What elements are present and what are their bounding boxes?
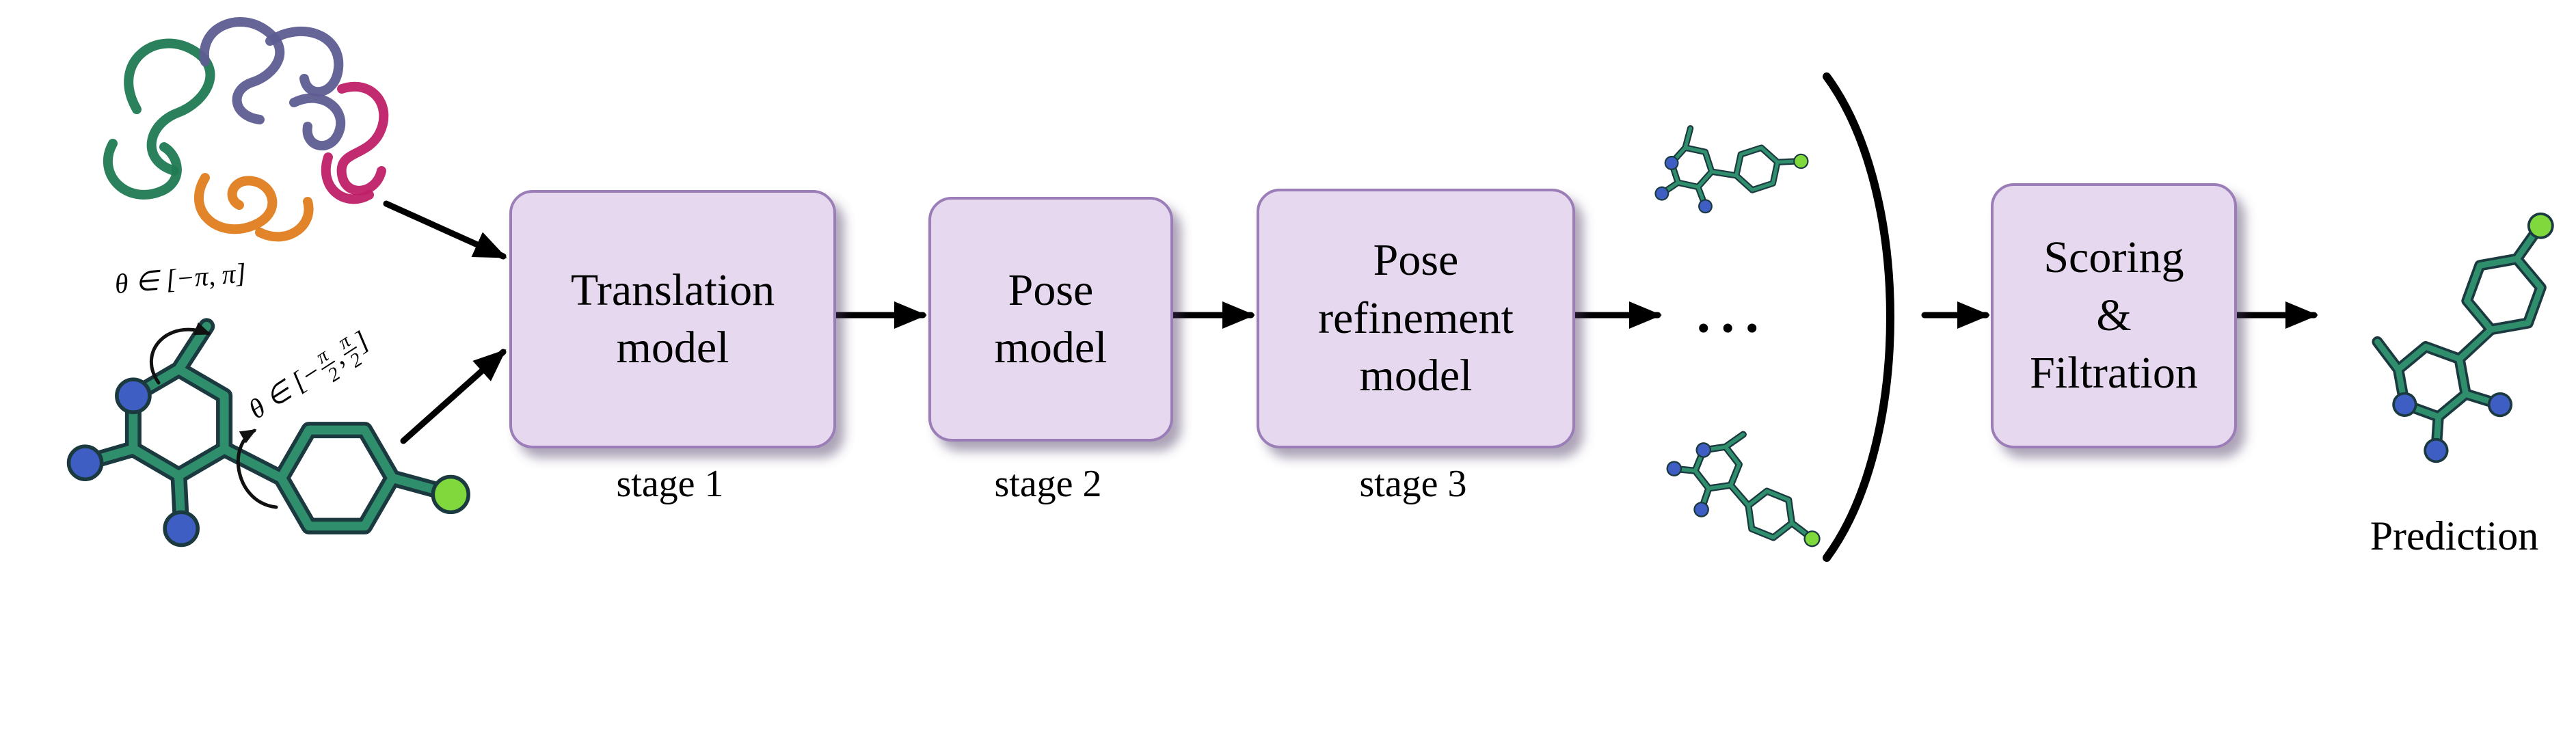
stage1-caption: stage 1 <box>616 463 724 505</box>
candidate-pose-molecule-bottom <box>1654 413 1845 561</box>
scoring-label-line2: & <box>2096 290 2132 340</box>
closing-parenthesis <box>1823 72 1894 562</box>
torsion-arrow-ring-bond <box>236 429 278 509</box>
pose-model-box: Pose model <box>928 197 1173 442</box>
protein-structure <box>103 17 389 242</box>
pose-refinement-label-line3: model <box>1359 351 1473 401</box>
pose-refinement-label-line1: Pose <box>1373 235 1459 286</box>
prediction-caption: Prediction <box>2370 513 2539 558</box>
arrow-protein-to-stage1 <box>383 200 507 260</box>
candidate-pose-molecule-top <box>1639 97 1814 226</box>
pose-model-label-line2: model <box>994 323 1108 373</box>
pose-model-label-line1: Pose <box>1008 265 1094 315</box>
prediction-molecule <box>2346 176 2576 480</box>
translation-model-label-line2: model <box>616 323 729 373</box>
pose-refinement-label-line2: refinement <box>1318 293 1514 343</box>
translation-model-box: Translation model <box>509 190 836 448</box>
translation-model-label-line1: Translation <box>570 265 775 315</box>
scoring-label-line3: Filtration <box>2030 348 2198 398</box>
arrow-ligand-to-stage1 <box>400 349 507 444</box>
torsion-arrow-methyl <box>149 322 211 385</box>
pose-refinement-model-box: Pose refinement model <box>1257 189 1575 448</box>
scoring-label-line1: Scoring <box>2043 232 2184 283</box>
scoring-filtration-box: Scoring & Filtration <box>1991 183 2237 448</box>
stage3-caption: stage 3 <box>1359 463 1467 505</box>
ellipsis-more-stages: ... <box>1694 265 1767 348</box>
stage2-caption: stage 2 <box>994 463 1102 505</box>
